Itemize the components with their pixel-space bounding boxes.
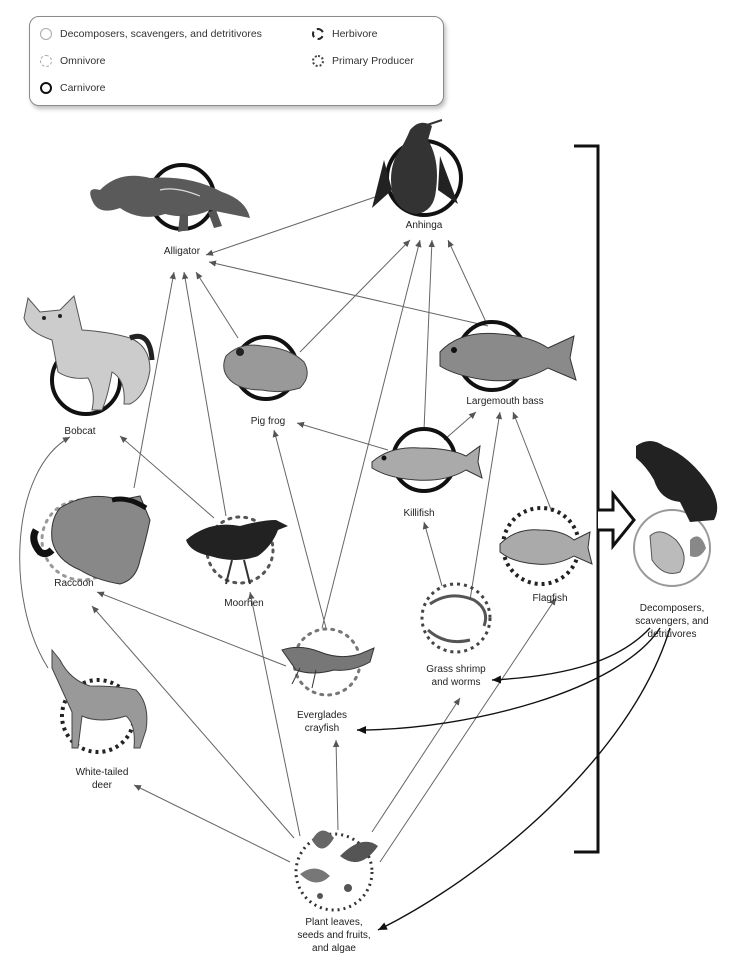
label-grass-shrimp: Grass shrimp and worms xyxy=(426,663,485,689)
arrow-decomposers-to-shrimp xyxy=(491,627,651,684)
legend-omnivore: Omnivore xyxy=(40,55,106,67)
label-decomposers: Decomposers, scavengers, and detritivore… xyxy=(635,602,708,641)
arrow-plants-to-deer xyxy=(133,784,291,863)
legend-primary-producer: Primary Producer xyxy=(312,55,414,67)
arrow-plants-to-flagfish xyxy=(379,597,557,863)
arrow-moorhen-to-bobcat xyxy=(119,435,215,519)
label-raccoon: Raccoon xyxy=(54,578,94,589)
label-killifish: Killifish xyxy=(403,508,435,519)
primary-producer-circle-icon xyxy=(312,55,324,67)
plants-icon xyxy=(294,830,378,912)
arrow-crayfish-to-anhinga xyxy=(321,239,422,629)
legend-herbivore: Herbivore xyxy=(312,28,378,40)
arrow-killifish-to-bass xyxy=(443,411,477,441)
raccoon-icon xyxy=(30,495,151,585)
label-flagfish: Flagfish xyxy=(532,593,568,604)
label-moorhen: Moorhen xyxy=(224,598,264,609)
white-tailed-deer-icon xyxy=(51,648,148,754)
bobcat-icon xyxy=(23,295,155,416)
label-deer: White-tailed deer xyxy=(76,766,129,792)
legend-carnivore-label: Carnivore xyxy=(60,82,106,94)
label-deer-line2: deer xyxy=(91,780,112,791)
flagfish-icon xyxy=(499,506,593,586)
carnivore-circle-icon xyxy=(40,82,52,94)
legend-primary-producer-label: Primary Producer xyxy=(332,55,414,67)
label-bobcat: Bobcat xyxy=(64,426,96,437)
pig-frog-icon xyxy=(223,335,308,401)
arrow-moorhen-to-alligator xyxy=(182,271,227,517)
hollow-arrow-icon xyxy=(598,489,636,551)
food-web-arrows xyxy=(19,195,557,863)
arrow-deer-to-bobcat xyxy=(19,436,71,669)
arrow-killifish-to-frog xyxy=(296,421,389,451)
label-grass-shrimp-line1: Grass shrimp xyxy=(426,664,486,675)
legend-decomposers-label: Decomposers, scavengers, and detritivore… xyxy=(60,28,262,40)
decomposer-circle-icon xyxy=(40,28,52,40)
largemouth-bass-icon xyxy=(439,320,577,392)
label-crayfish: Everglades crayfish xyxy=(297,709,347,735)
arrow-crayfish-to-frog xyxy=(272,429,327,629)
decomposers-icon xyxy=(633,441,718,587)
label-decomposers-line2: scavengers, and xyxy=(635,616,709,627)
label-decomposers-line3: detritivores xyxy=(647,629,697,640)
arrow-shrimp-to-killifish xyxy=(422,521,443,587)
arrow-shrimp-to-bass xyxy=(469,411,503,601)
herbivore-circle-icon xyxy=(312,28,324,40)
label-crayfish-line2: crayfish xyxy=(304,723,340,734)
arrow-plants-to-shrimp xyxy=(371,697,461,833)
label-alligator: Alligator xyxy=(163,246,201,257)
killifish-icon xyxy=(371,427,483,493)
moorhen-icon xyxy=(186,515,288,585)
arrow-bass-to-alligator xyxy=(208,260,489,327)
anhinga-icon xyxy=(372,119,463,217)
label-crayfish-line1: Everglades xyxy=(296,710,348,721)
omnivore-circle-icon xyxy=(40,55,52,67)
arrow-frog-to-alligator xyxy=(195,271,239,339)
grass-shrimp-icon xyxy=(420,582,492,654)
arrow-frog-to-anhinga xyxy=(299,239,411,353)
label-pig-frog: Pig frog xyxy=(250,416,286,427)
decomposer-arrows xyxy=(356,627,671,931)
label-anhinga: Anhinga xyxy=(405,220,443,231)
legend-carnivore: Carnivore xyxy=(40,82,106,94)
arrow-crayfish-to-raccoon xyxy=(96,591,287,667)
alligator-icon xyxy=(90,163,250,232)
arrow-flagfish-to-bass xyxy=(512,411,553,513)
arrow-raccoon-to-alligator xyxy=(133,271,176,489)
label-plants: Plant leaves, seeds and fruits, and alga… xyxy=(297,916,370,955)
label-plants-line3: and algae xyxy=(312,943,356,954)
arrow-plants-to-moorhen xyxy=(248,591,301,837)
label-deer-line1: White-tailed xyxy=(75,767,129,778)
arrow-plants-to-crayfish xyxy=(332,739,340,831)
label-grass-shrimp-line2: and worms xyxy=(431,677,481,688)
arrow-bass-to-anhinga xyxy=(447,239,487,323)
legend-omnivore-label: Omnivore xyxy=(60,55,106,67)
label-largemouth-bass: Largemouth bass xyxy=(466,396,544,407)
bracket xyxy=(574,144,600,854)
arrow-plants-to-raccoon xyxy=(91,605,295,839)
arrow-anhinga-to-alligator xyxy=(205,195,379,256)
arrow-decomposers-to-plants xyxy=(377,627,671,931)
legend-herbivore-label: Herbivore xyxy=(332,28,378,40)
label-plants-line1: Plant leaves, xyxy=(305,917,363,928)
legend: Decomposers, scavengers, and detritivore… xyxy=(29,16,444,106)
label-decomposers-line1: Decomposers, xyxy=(639,603,705,614)
label-plants-line2: seeds and fruits, xyxy=(297,930,371,941)
arrow-killifish-to-anhinga xyxy=(423,239,435,431)
arrow-decomposers-to-crayfish xyxy=(356,627,661,734)
crayfish-icon xyxy=(281,627,375,697)
legend-decomposers: Decomposers, scavengers, and detritivore… xyxy=(40,28,262,40)
